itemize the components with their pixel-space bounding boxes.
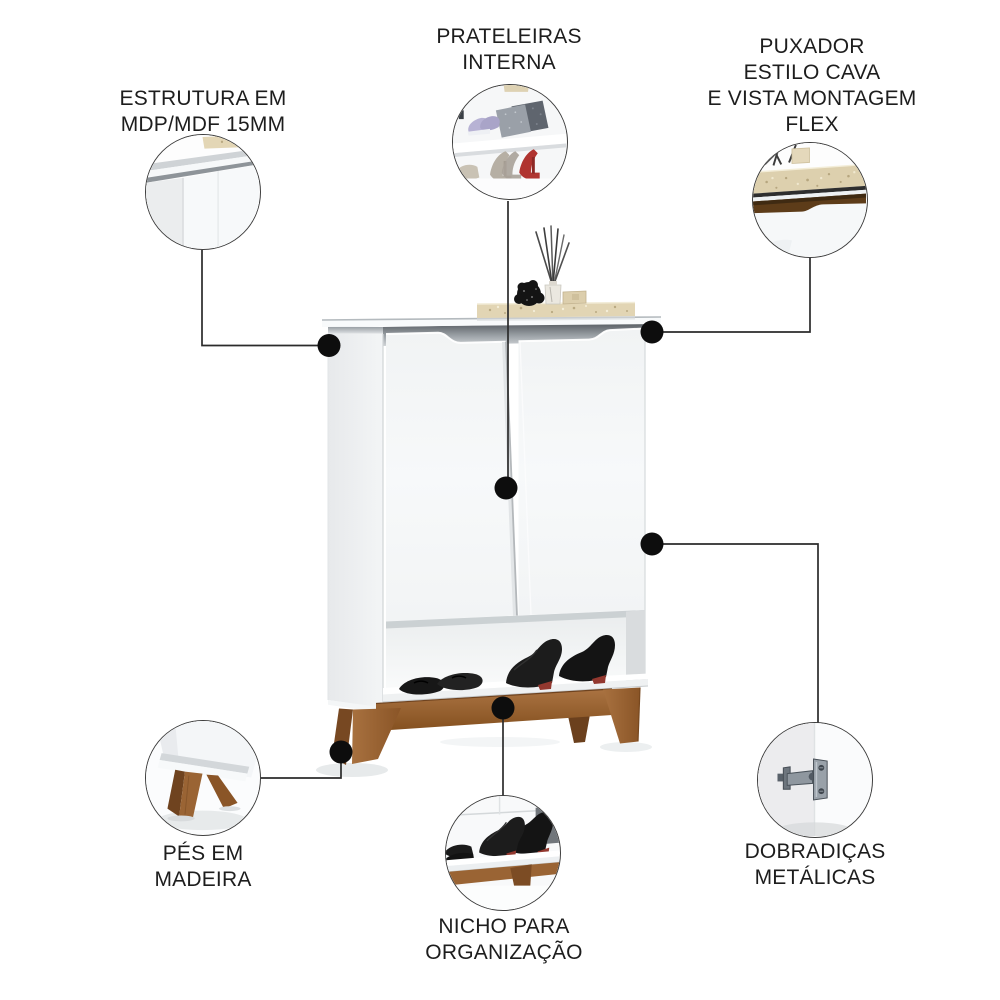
metal-hinge-detail-icon	[758, 723, 871, 836]
label-line: ORGANIZAÇÃO	[425, 941, 583, 964]
callout-label-dobradicas: DOBRADIÇAS METÁLICAS	[745, 839, 886, 891]
callout-dot-prateleiras	[494, 476, 518, 500]
callout-line-puxador	[663, 258, 811, 333]
callout-dot-estrutura	[317, 334, 341, 357]
diffuser-sticks	[535, 225, 570, 285]
label-line: MDP/MDF 15MM	[120, 113, 286, 136]
callout-label-prateleiras: PRATELEIRAS INTERNA	[436, 24, 581, 76]
label-line: PUXADOR	[759, 35, 865, 58]
label-line: METÁLICAS	[754, 866, 876, 889]
label-line: E VISTA MONTAGEM	[707, 87, 917, 110]
callout-line-estrutura	[201, 250, 318, 347]
label-line: INTERNA	[462, 51, 556, 74]
callout-dots	[317, 320, 664, 764]
label-line: MADEIRA	[154, 868, 252, 891]
decor-ball	[514, 280, 545, 306]
callout-line-pes	[260, 762, 342, 779]
detail-circle-hinges	[757, 722, 873, 838]
decor-tray	[476, 225, 636, 321]
sneakers	[506, 635, 615, 690]
callout-dot-puxador	[640, 320, 664, 344]
label-line: ESTRUTURA EM	[119, 87, 287, 110]
callout-lines	[201, 201, 819, 796]
wood-leg-front-right	[603, 687, 640, 744]
wood-feet-detail-icon	[146, 721, 259, 834]
detail-circle-niche	[445, 795, 561, 911]
cabinet-corner-detail-icon	[146, 135, 259, 248]
callout-label-estrutura: ESTRUTURA EM MDP/MDF 15MM	[120, 86, 287, 138]
callout-dot-nicho	[491, 696, 515, 720]
callout-label-pes: PÉS EM MADEIRA	[154, 841, 251, 893]
callout-dot-dobradicas	[640, 532, 664, 556]
handle-notch-detail-icon	[753, 143, 866, 256]
label-line: PÉS EM	[162, 842, 244, 865]
flip-flops	[399, 673, 483, 695]
organizer-niche-detail-icon	[446, 796, 559, 909]
label-line: PRATELEIRAS	[436, 25, 582, 48]
label-line: NICHO PARA	[438, 915, 570, 938]
callout-label-nicho: NICHO PARA ORGANIZAÇÃO	[425, 914, 582, 966]
inner-shelves-detail-icon	[453, 85, 566, 198]
cabinet-side-panel	[328, 333, 383, 708]
callout-dot-pes	[329, 740, 353, 764]
left-door	[386, 332, 517, 622]
label-line: FLEX	[785, 113, 839, 136]
right-door	[518, 328, 645, 616]
detail-circle-handle	[752, 142, 868, 258]
floor-shadows	[316, 737, 652, 777]
detail-circle-shelves	[452, 84, 568, 200]
callout-label-puxador: PUXADOR ESTILO CAVA E VISTA MONTAGEM FLE…	[708, 34, 917, 138]
decor-box	[562, 290, 587, 305]
label-line: ESTILO CAVA	[743, 61, 881, 84]
diffuser-jar	[544, 281, 562, 305]
cabinet	[321, 225, 662, 765]
wood-leg-back	[568, 714, 590, 743]
label-line: DOBRADIÇAS	[744, 840, 886, 863]
callout-line-dobradicas	[663, 543, 819, 724]
detail-circle-structure	[145, 134, 261, 250]
detail-circle-feet	[145, 720, 261, 836]
